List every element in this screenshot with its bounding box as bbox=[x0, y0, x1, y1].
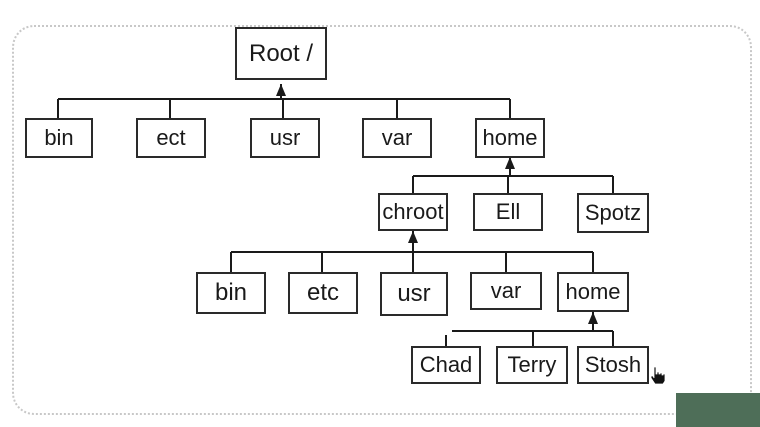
home-arrowhead bbox=[505, 157, 515, 169]
node-stosh: Stosh bbox=[577, 346, 649, 384]
root-arrowhead bbox=[276, 84, 286, 96]
node-home: home bbox=[475, 118, 545, 158]
node-chroot: chroot bbox=[378, 193, 448, 231]
node-chroot-var: var bbox=[470, 272, 542, 310]
node-chad: Chad bbox=[411, 346, 481, 384]
node-root: Root / bbox=[235, 27, 327, 80]
node-chroot-home: home bbox=[557, 272, 629, 312]
node-var: var bbox=[362, 118, 432, 158]
node-bin: bin bbox=[25, 118, 93, 158]
node-chroot-usr: usr bbox=[380, 272, 448, 316]
video-corner-overlay bbox=[676, 393, 760, 427]
chroot-arrowhead bbox=[408, 231, 418, 243]
hand-cursor-icon bbox=[650, 366, 666, 384]
chroot-home-arrowhead bbox=[588, 312, 598, 324]
node-usr: usr bbox=[250, 118, 320, 158]
node-ell: Ell bbox=[473, 193, 543, 231]
node-chroot-bin: bin bbox=[196, 272, 266, 314]
node-ect: ect bbox=[136, 118, 206, 158]
diagram-frame bbox=[12, 25, 752, 415]
node-spotz: Spotz bbox=[577, 193, 649, 233]
node-chroot-etc: etc bbox=[288, 272, 358, 314]
node-terry: Terry bbox=[496, 346, 568, 384]
